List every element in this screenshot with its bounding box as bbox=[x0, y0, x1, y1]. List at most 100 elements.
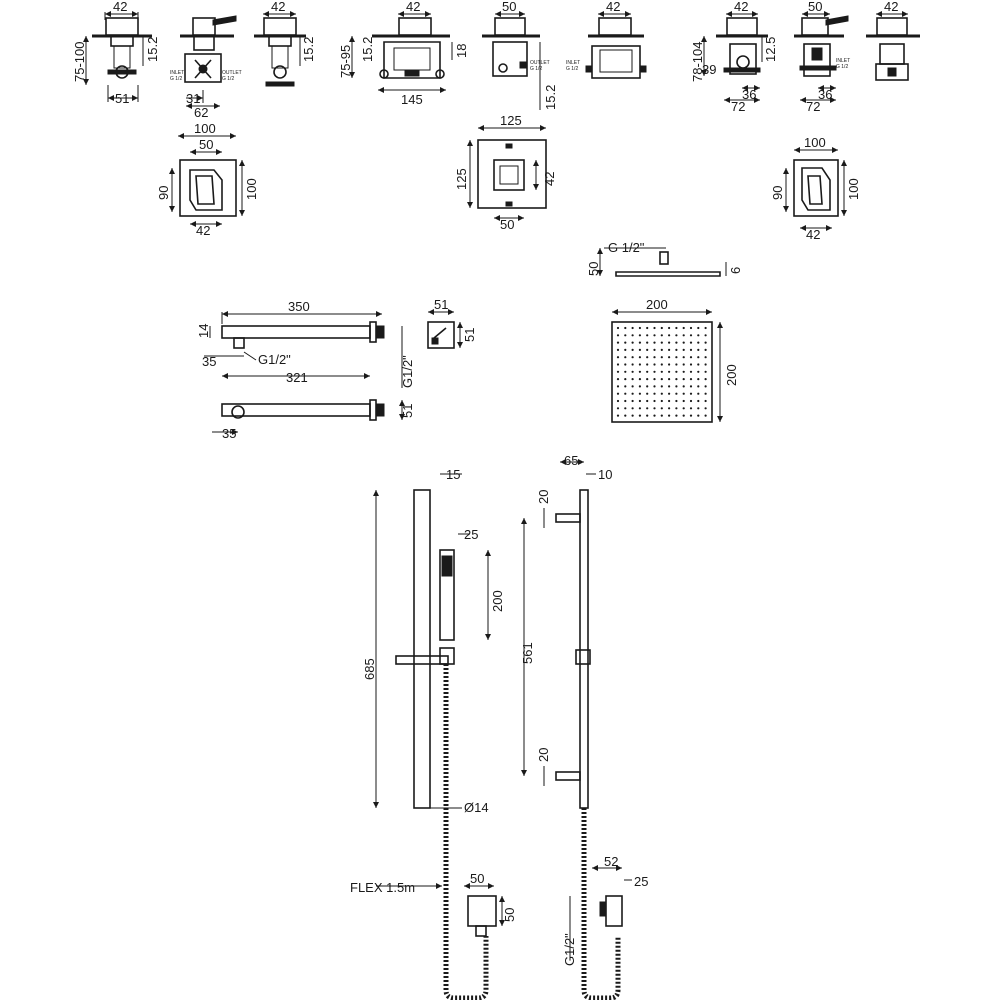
v7-left-label: 39 bbox=[702, 62, 716, 77]
nozzle-dot bbox=[682, 414, 685, 417]
shower-arm-side: 51 35 bbox=[212, 399, 415, 441]
nozzle-dot bbox=[668, 326, 671, 330]
nozzle-dot bbox=[704, 392, 707, 395]
nozzle-dot bbox=[653, 370, 656, 373]
side-20b-label: 20 bbox=[536, 748, 551, 762]
nozzle-dot bbox=[682, 348, 685, 351]
nozzle-dot bbox=[638, 363, 642, 366]
riser-rail-side: 65 10 20 561 20 52 25 G1/2" bbox=[520, 453, 648, 1000]
v7-height-label: 78-104 bbox=[690, 42, 705, 82]
nozzle-dot bbox=[616, 363, 620, 366]
nozzle-dot bbox=[624, 407, 627, 410]
nozzle-dot bbox=[689, 326, 693, 330]
nozzle-dot bbox=[624, 356, 627, 359]
nozzle-dot bbox=[689, 363, 693, 366]
nozzle-dot bbox=[624, 334, 627, 337]
nozzle-dot bbox=[624, 399, 627, 403]
nozzle-dot bbox=[689, 399, 693, 403]
nozzle-dot bbox=[631, 363, 634, 366]
side-52-label: 52 bbox=[604, 854, 618, 869]
nozzle-dot bbox=[682, 392, 685, 395]
nozzle-dot bbox=[638, 341, 642, 344]
nozzle-dot bbox=[675, 356, 678, 359]
nozzle-dot bbox=[653, 399, 656, 403]
nozzle-dot bbox=[616, 341, 620, 344]
arm-flange: 51 51 bbox=[427, 297, 477, 349]
v4-depth-label: 15.2 bbox=[360, 37, 375, 62]
v9-width-label: 42 bbox=[884, 0, 898, 14]
nozzle-dot bbox=[616, 334, 620, 337]
nozzle-dot bbox=[675, 363, 678, 366]
nozzle-dot bbox=[704, 399, 707, 403]
nozzle-dot bbox=[697, 385, 700, 388]
nozzle-dot bbox=[689, 407, 693, 410]
nozzle-dot bbox=[675, 414, 678, 417]
nozzle-dot bbox=[689, 348, 693, 351]
nozzle-dot bbox=[631, 399, 634, 403]
nozzle-dot bbox=[624, 341, 627, 344]
nozzle-dot bbox=[704, 407, 707, 410]
nozzle-dot bbox=[616, 392, 620, 395]
nozzle-dot bbox=[616, 407, 620, 410]
nozzle-dot bbox=[616, 348, 620, 351]
v5-depth-label: 15.2 bbox=[543, 85, 558, 110]
arm-length-label: 350 bbox=[288, 299, 310, 314]
nozzle-dot bbox=[653, 378, 656, 381]
nozzle-dot bbox=[682, 363, 685, 366]
v7-depth-label: 12.5 bbox=[763, 37, 778, 62]
nozzle-dot bbox=[668, 378, 671, 381]
hand-w-label: 25 bbox=[464, 527, 478, 542]
nozzle-dot bbox=[704, 378, 707, 381]
nozzle-dot bbox=[668, 356, 671, 359]
nozzle-dot bbox=[646, 356, 649, 359]
side-25-label: 25 bbox=[634, 874, 648, 889]
nozzle-dot bbox=[675, 341, 678, 344]
nozzle-dot bbox=[682, 334, 685, 337]
nozzle-dot bbox=[646, 348, 649, 351]
side-65-label: 65 bbox=[564, 453, 578, 468]
head-h-label: 50 bbox=[586, 262, 601, 276]
v1-base-label: 51 bbox=[115, 91, 129, 106]
v4-height-label: 75-95 bbox=[338, 45, 353, 78]
rail-len-label: 685 bbox=[362, 658, 377, 680]
nozzle-dot bbox=[682, 399, 685, 403]
nozzle-dot bbox=[675, 326, 678, 330]
side-g-label: G1/2" bbox=[562, 933, 577, 966]
arm-321-label: 321 bbox=[286, 370, 308, 385]
side-20a-label: 20 bbox=[536, 490, 551, 504]
arm-in-label: 35 bbox=[202, 354, 216, 369]
v4-width-label: 42 bbox=[406, 0, 420, 14]
rail-dia-label: Ø14 bbox=[464, 800, 489, 815]
nozzle-dot bbox=[653, 363, 656, 366]
nozzle-dot bbox=[638, 414, 642, 417]
flange-h-label: 51 bbox=[462, 328, 477, 342]
nozzle-dot bbox=[668, 392, 671, 395]
nozzle-dot bbox=[697, 407, 700, 410]
nozzle-dot bbox=[616, 399, 620, 403]
nozzle-dot bbox=[704, 414, 707, 417]
nozzle-dot bbox=[682, 370, 685, 373]
nozzle-dot bbox=[653, 326, 656, 330]
nozzle-dot bbox=[646, 378, 649, 381]
nozzle-dot bbox=[697, 363, 700, 366]
v4-base-label: 145 bbox=[401, 92, 423, 107]
nozzle-dot bbox=[624, 348, 627, 351]
arm-bottom-label: 35 bbox=[222, 426, 236, 441]
nozzle-dot bbox=[653, 385, 656, 388]
p1-left-label: 90 bbox=[156, 186, 171, 200]
nozzle-dot bbox=[624, 392, 627, 395]
nozzle-dot bbox=[675, 392, 678, 395]
arm-thread-label: G1/2" bbox=[258, 352, 291, 367]
nozzle-dot bbox=[638, 326, 642, 330]
nozzle-dot bbox=[682, 356, 685, 359]
nozzle-dot bbox=[631, 407, 634, 410]
nozzle-dot bbox=[697, 370, 700, 373]
v7-b-label: 72 bbox=[731, 99, 745, 114]
nozzle-dot bbox=[689, 385, 693, 388]
v1-width-label: 42 bbox=[113, 0, 127, 14]
nozzle-dot bbox=[675, 407, 678, 410]
